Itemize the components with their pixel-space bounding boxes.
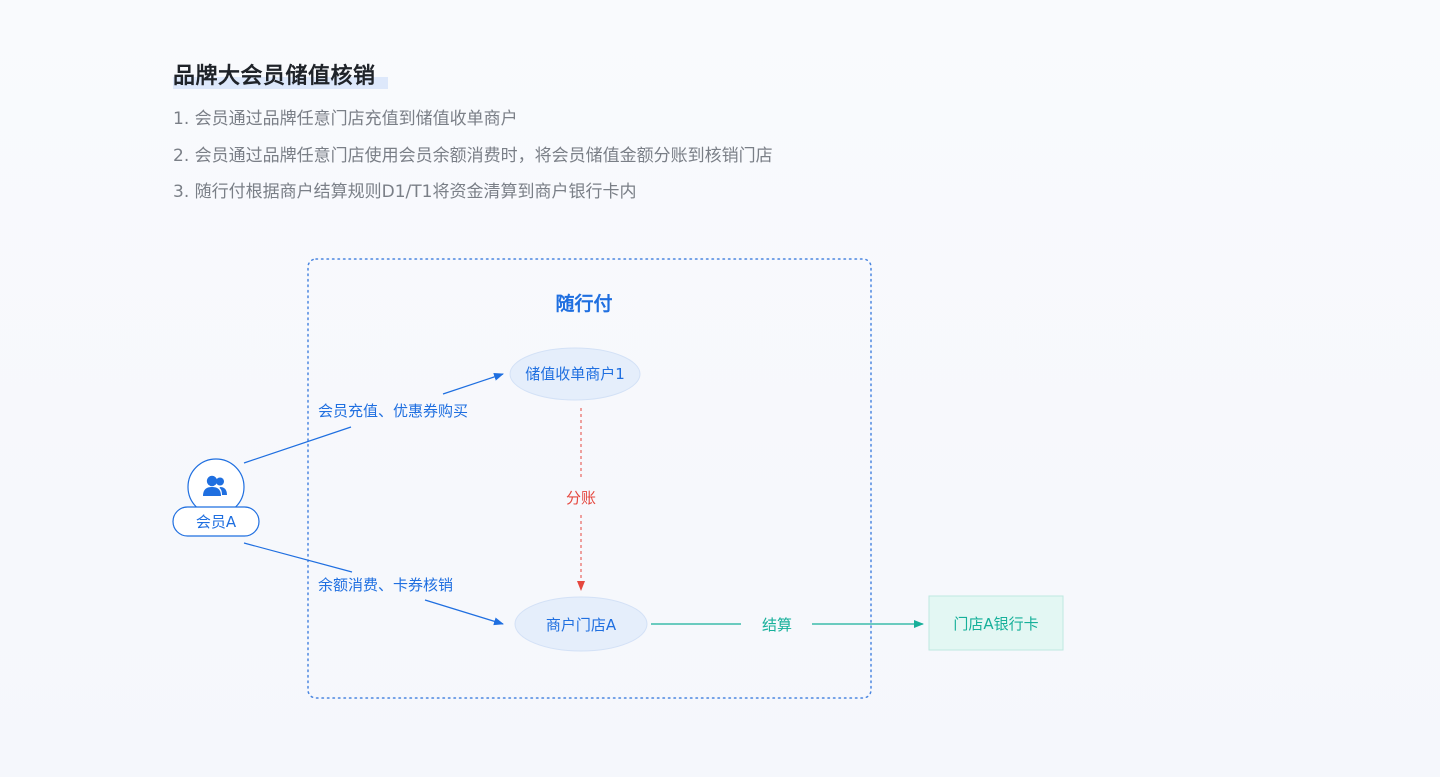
store-node: 商户门店A (514, 596, 648, 652)
member-label-box (172, 506, 260, 537)
platform-label: 随行付 (555, 292, 612, 315)
edge-recharge-label: 会员充值、优惠券购买 (318, 402, 468, 420)
step-item-3: 3. 随行付根据商户结算规则D1/T1将资金清算到商户银行卡内 (173, 182, 637, 202)
step-item-1: 1. 会员通过品牌任意门店充值到储值收单商户 (173, 109, 518, 129)
edge-recharge: 会员充值、优惠券购买 (243, 373, 504, 464)
page-title: 品牌大会员储值核销 (173, 64, 376, 89)
edge-settle-label: 结算 (762, 616, 792, 634)
member-node: 会员A (172, 458, 260, 537)
store-node-label: 商户门店A (546, 616, 617, 634)
edge-split-label: 分账 (566, 489, 596, 507)
bank-node-label: 门店A银行卡 (953, 615, 1038, 633)
bank-node: 门店A银行卡 (928, 595, 1064, 651)
edge-settle: 结算 (651, 616, 924, 634)
edge-consume-label: 余额消费、卡券核销 (318, 576, 453, 594)
steps-list: 1. 会员通过品牌任意门店充值到储值收单商户 2. 会员通过品牌任意门店使用会员… (173, 107, 773, 217)
users-icon (203, 475, 227, 496)
edge-consume: 余额消费、卡券核销 (243, 542, 504, 626)
step-item-2: 2. 会员通过品牌任意门店使用会员余额消费时，将会员储值金额分账到核销门店 (173, 145, 773, 166)
platform-container (307, 258, 872, 699)
edge-split: 分账 (566, 408, 596, 591)
merchant-node-label: 储值收单商户1 (525, 365, 625, 383)
title-highlight (173, 77, 388, 89)
merchant-node: 储值收单商户1 (509, 347, 641, 401)
member-label: 会员A (196, 513, 237, 531)
